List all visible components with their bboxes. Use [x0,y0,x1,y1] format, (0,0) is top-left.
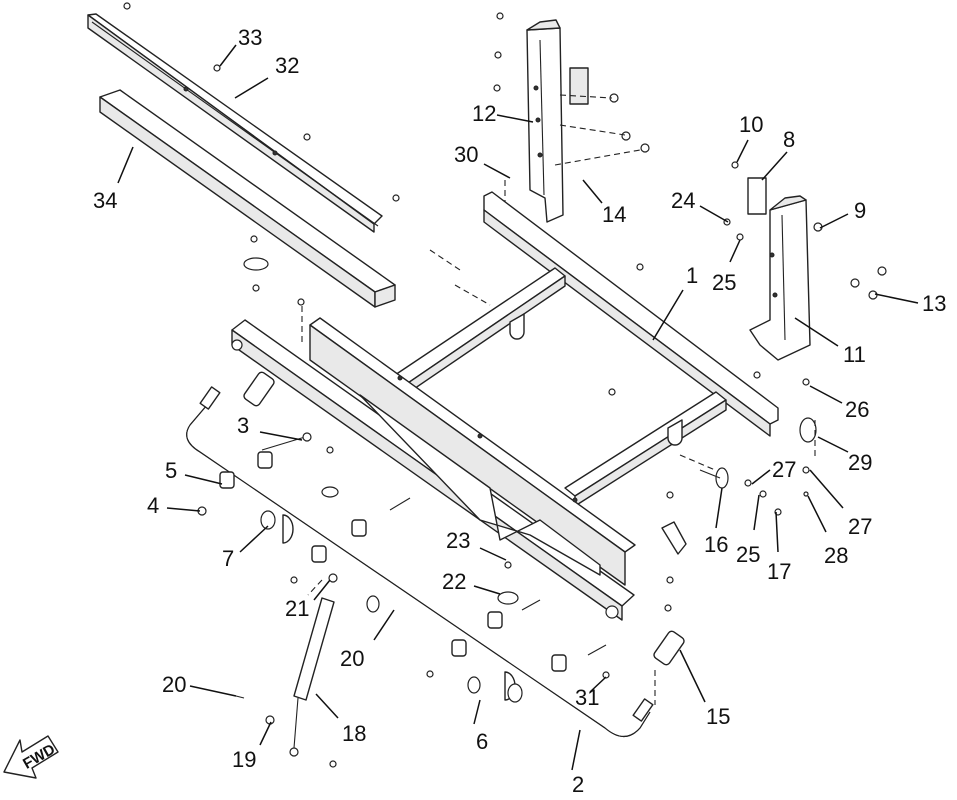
part-1-main-frame [394,191,779,507]
callout-32: 32 [275,53,299,78]
leader-lines [117,44,919,771]
part-32-angle-strip [87,13,383,233]
callout-1: 1 [686,263,698,288]
callout-2: 2 [572,772,584,797]
callout-12: 12 [472,101,496,126]
rod-clamps [197,432,610,768]
callout-22: 22 [442,569,466,594]
alignment-dashes [301,249,816,705]
callout-28: 28 [824,543,848,568]
rear-right-hardware [661,378,817,612]
fwd-direction-indicator: FWD [3,735,59,779]
callout-6: 6 [476,729,488,754]
callout-23: 23 [446,528,470,553]
part-34-pad-bar [99,89,396,308]
part-12-left-upright-bracket [493,12,650,225]
part-18-gas-spring [235,597,335,757]
callout-20a: 20 [162,672,186,697]
callout-15: 15 [706,704,730,729]
callout-33: 33 [238,25,262,50]
hardware-top-left [123,2,400,306]
callout-30: 30 [454,142,478,167]
callout-9: 9 [854,198,866,223]
callout-8: 8 [783,127,795,152]
callout-17: 17 [767,559,791,584]
callout-24: 24 [671,188,695,213]
callout-21: 21 [285,596,309,621]
arrow-left-down-icon [3,735,59,779]
callout-16: 16 [704,532,728,557]
callout-34: 34 [93,188,117,213]
callout-26: 26 [845,397,869,422]
callout-20b: 20 [340,646,364,671]
part-2-handle-rod [186,386,654,738]
callout-10: 10 [739,112,763,137]
callout-19: 19 [232,747,256,772]
callout-11: 11 [843,342,866,367]
callout-27a: 27 [772,457,796,482]
callout-3: 3 [237,413,249,438]
callout-labels: 1 2 3 4 5 6 7 8 9 10 11 12 13 14 15 16 1… [93,25,946,797]
callout-25a: 25 [712,270,736,295]
callout-29: 29 [848,450,872,475]
callout-14: 14 [602,202,626,227]
callout-5: 5 [165,458,177,483]
callout-4: 4 [147,493,159,518]
callout-13: 13 [922,291,946,316]
part-15-grip [243,371,685,666]
front-channel-rails [231,317,636,621]
callout-27b: 27 [848,514,872,539]
callout-18: 18 [342,721,366,746]
callout-25b: 25 [736,542,760,567]
callout-7: 7 [222,546,234,571]
callout-31: 31 [575,685,599,710]
part-11-right-upright-bracket [723,161,887,361]
